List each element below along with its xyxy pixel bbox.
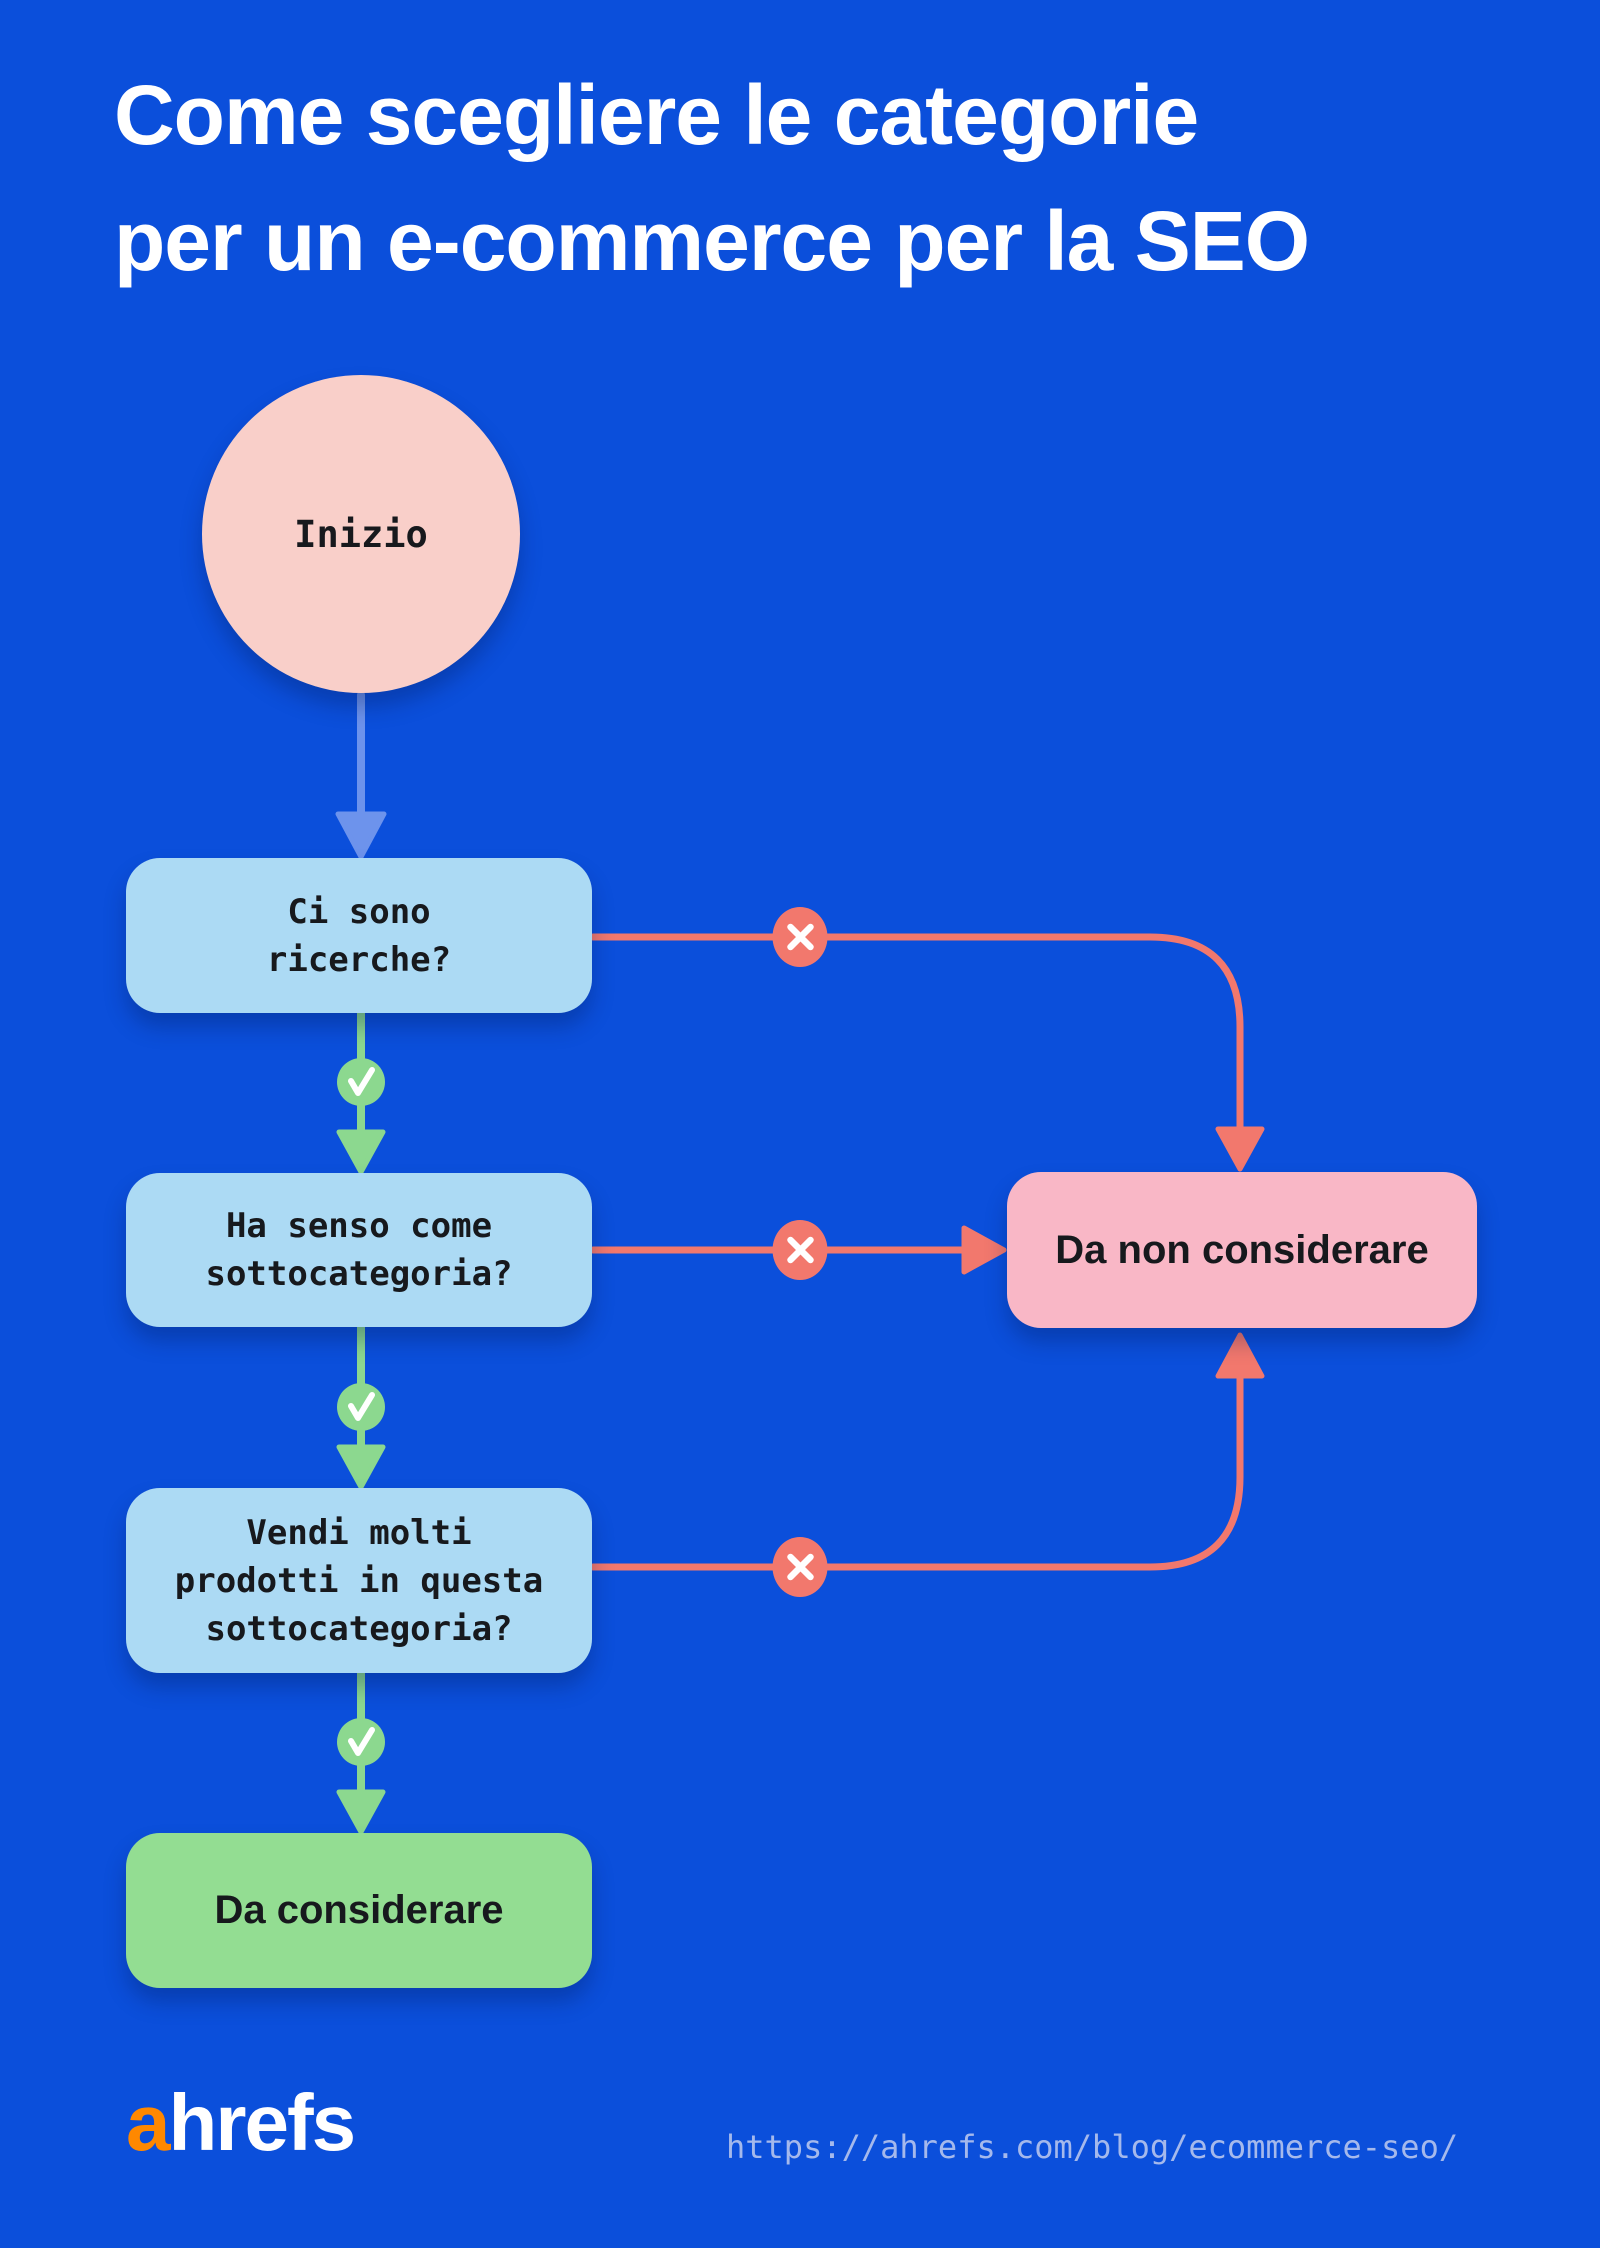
x-glyph	[786, 1236, 814, 1264]
question-node-searches: Ci sono ricerche?	[126, 858, 592, 1013]
question-3-line1: Vendi molti	[246, 1512, 472, 1553]
question-3-line2: prodotti in questa	[174, 1560, 544, 1601]
question-2-line1: Ha senso come	[225, 1206, 493, 1246]
arrow-q3-no-to-negative	[589, 1332, 1265, 1571]
page-title: Come scegliere le categorie per un e-com…	[114, 52, 1310, 304]
ahrefs-logo-rest: hrefs	[168, 2078, 357, 2167]
question-node-many-products: Vendi molti prodotti in questa sottocate…	[126, 1488, 592, 1673]
check-glyph	[348, 1727, 375, 1756]
question-3-line3: sottocategoria?	[205, 1608, 513, 1649]
outcome-positive-label: Da considerare	[214, 1888, 504, 1932]
page-title-line1: Come scegliere le categorie	[114, 68, 1199, 162]
question-2-line2: sottocategoria?	[205, 1254, 513, 1294]
check-glyph	[348, 1067, 375, 1096]
x-glyph	[786, 923, 814, 951]
question-1-line1: Ci sono	[287, 891, 431, 932]
source-url: https://ahrefs.com/blog/ecommerce-seo/	[726, 2128, 1459, 2166]
outcome-node-negative: Da non considerare	[1007, 1172, 1477, 1328]
question-node-subcategory-sense: Ha senso come sottocategoria?	[126, 1173, 592, 1327]
x-icon	[772, 1537, 828, 1597]
x-icon	[772, 907, 828, 967]
page-title-line2: per un e-commerce per la SEO	[114, 194, 1310, 288]
arrow-start-to-q1	[335, 691, 387, 860]
check-icon	[337, 1383, 385, 1431]
start-node-label: Inizio	[294, 512, 428, 556]
ahrefs-logo-a: a	[126, 2078, 170, 2167]
arrow-q1-no-to-negative	[589, 933, 1265, 1172]
ahrefs-logo: ahrefs	[126, 2083, 356, 2163]
x-glyph	[786, 1553, 814, 1581]
question-1-line2: ricerche?	[266, 939, 452, 980]
check-icon	[337, 1718, 385, 1766]
check-glyph	[348, 1392, 375, 1421]
outcome-node-positive: Da considerare	[126, 1833, 592, 1988]
check-icon	[337, 1058, 385, 1106]
outcome-negative-label: Da non considerare	[1055, 1227, 1429, 1272]
start-node: Inizio	[202, 375, 520, 693]
x-icon	[772, 1220, 828, 1280]
